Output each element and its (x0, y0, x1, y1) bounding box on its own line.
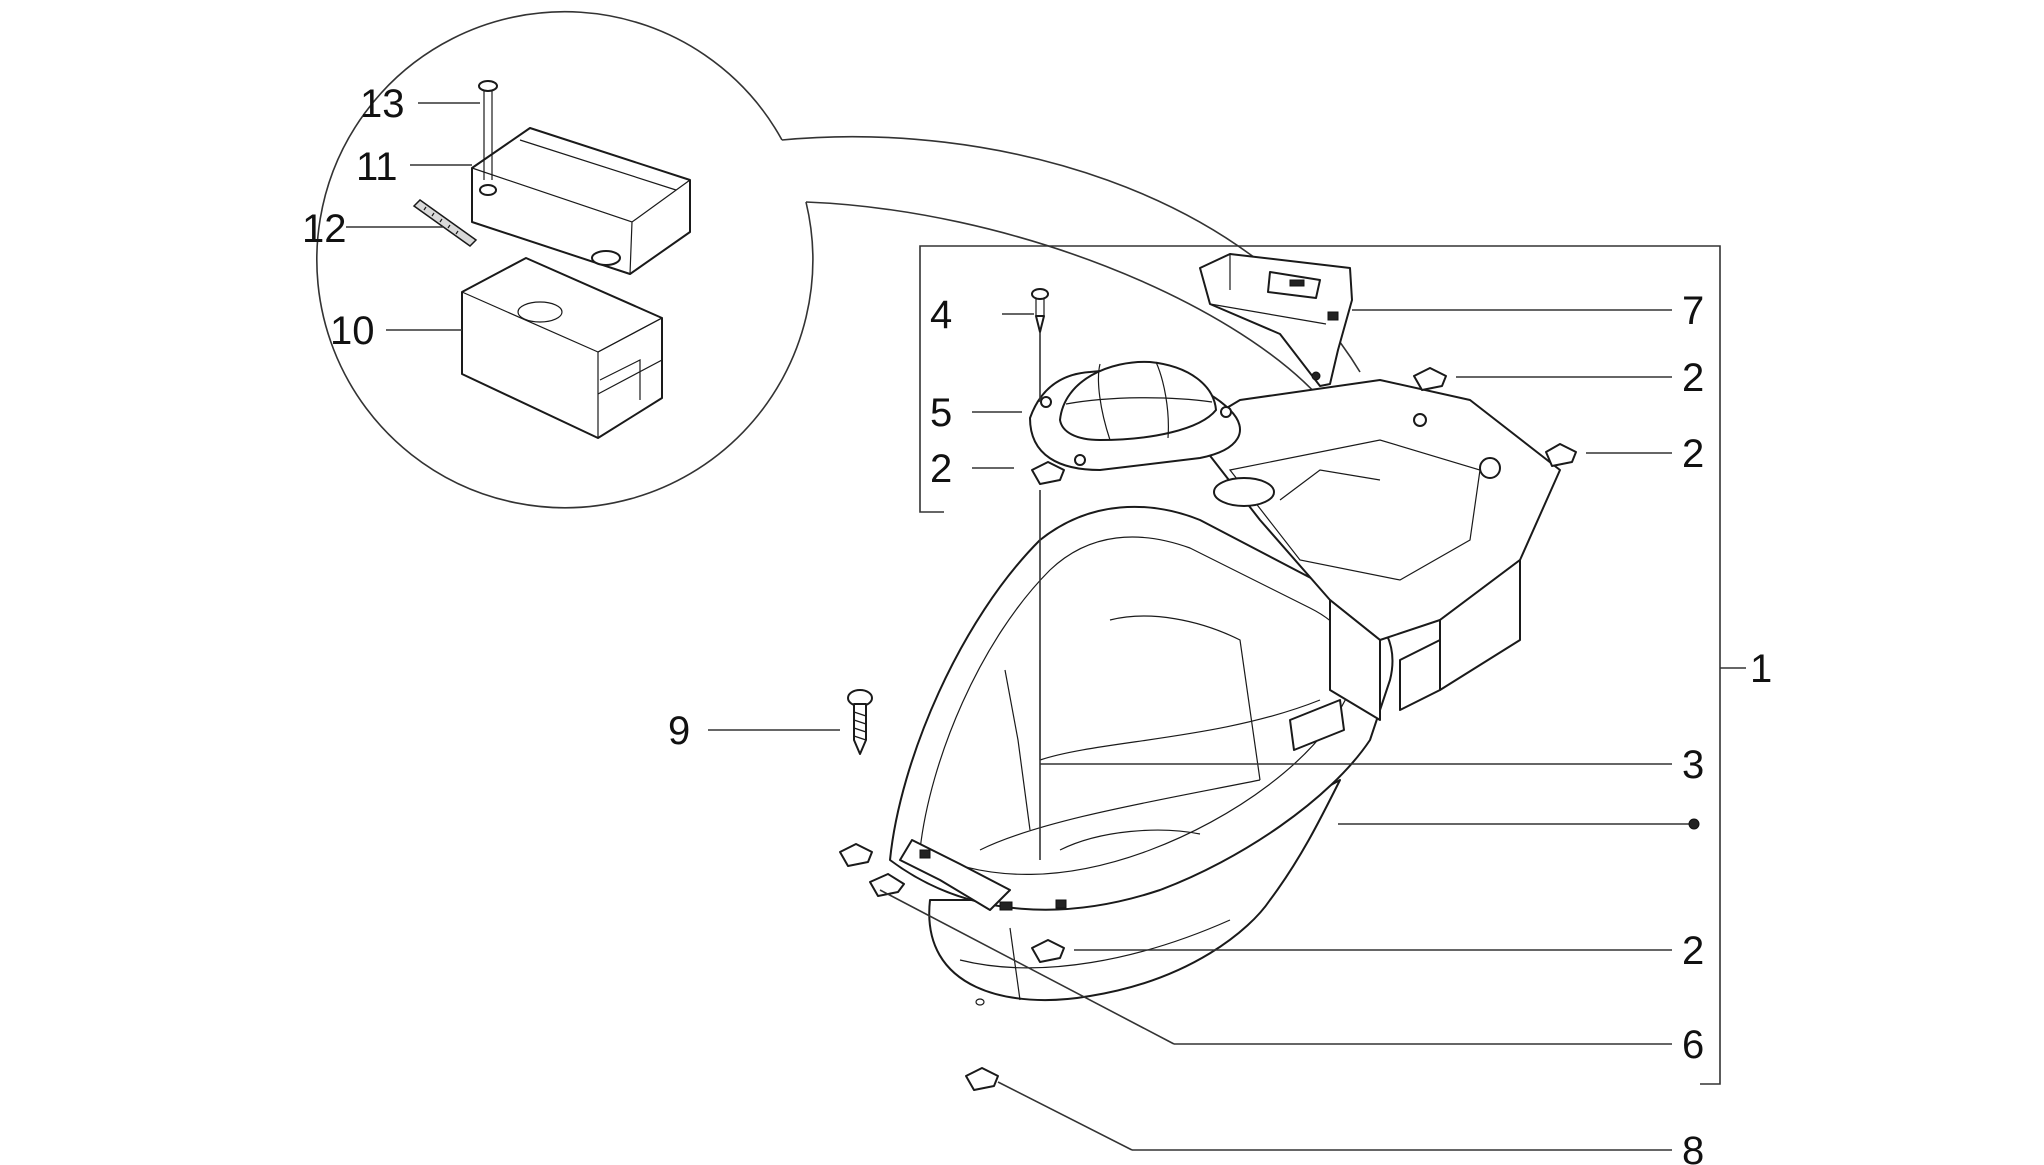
reference-dot (1688, 818, 1700, 830)
callout-labels: 13 11 12 10 4 5 2 7 2 2 1 9 3 2 6 8 (302, 82, 1772, 1165)
clip-nut-icon (839, 367, 1577, 1091)
magnifier-connector-lower (805, 201, 1321, 399)
callout-8: 8 (1682, 1129, 1704, 1165)
callout-10: 10 (330, 309, 375, 353)
callout-2-lid: 2 (930, 447, 952, 491)
callout-7: 7 (1682, 289, 1704, 333)
battery-cover-icon (471, 127, 691, 275)
helmet-compartment-icon (889, 379, 1561, 1006)
inspection-lid-icon (1029, 360, 1241, 471)
screw-icon (478, 80, 498, 180)
battery-strap-icon (412, 199, 478, 247)
callout-5: 5 (930, 391, 952, 435)
magnifier-outline (316, 10, 814, 509)
callout-9: 9 (668, 709, 690, 753)
callout-2-front: 2 (1682, 929, 1704, 973)
callout-2-rear-left: 2 (1682, 356, 1704, 400)
callout-12: 12 (302, 207, 347, 251)
callout-1: 1 (1750, 647, 1772, 691)
callout-3: 3 (1682, 743, 1704, 787)
assembly-bracket (919, 245, 1721, 1085)
leader-lines (346, 102, 1690, 1151)
magnifier-connector-upper (781, 135, 1361, 373)
callout-4: 4 (930, 293, 952, 337)
callout-11: 11 (356, 145, 398, 189)
callout-13: 13 (360, 82, 405, 126)
battery-box-icon (461, 257, 663, 439)
callout-6: 6 (1682, 1023, 1704, 1067)
screw-icon (1031, 288, 1049, 333)
latch-cover-icon (1199, 253, 1353, 387)
screw-icon (847, 689, 873, 755)
callout-2-rear-right: 2 (1682, 432, 1704, 476)
